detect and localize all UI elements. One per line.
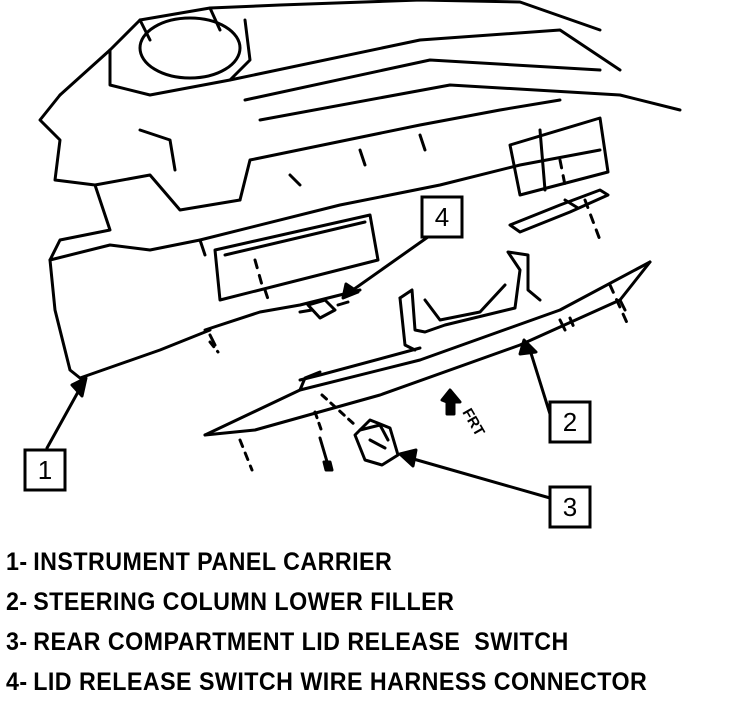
legend-item-4-number: 4- (6, 668, 28, 696)
legend-item-4-text: LID RELEASE SWITCH WIRE HARNESS CONNECTO… (33, 668, 648, 696)
callout-4: 4 (420, 195, 464, 239)
callout-3: 3 (548, 485, 592, 529)
legend-item-2-text: STEERING COLUMN LOWER FILLER (33, 588, 455, 616)
legend-item-4: 4-LID RELEASE SWITCH WIRE HARNESS CONNEC… (6, 662, 681, 702)
leader-lines (45, 230, 557, 500)
mounting-screw (313, 410, 334, 472)
legend-item-2: 2-STEERING COLUMN LOWER FILLER (6, 582, 681, 622)
legend-item-2-number: 2- (6, 588, 28, 616)
callout-2-number: 2 (563, 407, 577, 437)
callout-2: 2 (548, 400, 592, 444)
parts-legend: 1-INSTRUMENT PANEL CARRIER 2-STEERING CO… (6, 542, 732, 702)
wire-harness-connector (208, 298, 350, 354)
front-direction-arrow (440, 388, 462, 416)
lid-release-switch (320, 393, 400, 467)
legend-item-3: 3-REAR COMPARTMENT LID RELEASE SWITCH (6, 622, 681, 662)
callout-4-number: 4 (435, 202, 449, 232)
instrument-panel-carrier (38, 0, 682, 380)
front-direction-label: FRT (459, 406, 488, 440)
legend-item-3-text: REAR COMPARTMENT LID RELEASE SWITCH (33, 628, 569, 656)
legend-item-1-number: 1- (6, 548, 28, 576)
callout-1-number: 1 (38, 455, 52, 485)
steering-column-lower-filler (203, 250, 652, 472)
callout-3-number: 3 (563, 492, 577, 522)
callout-1: 1 (23, 448, 67, 492)
exploded-view-diagram: 1 2 3 4 FRT (23, 0, 682, 529)
legend-item-3-number: 3- (6, 628, 28, 656)
legend-item-1: 1-INSTRUMENT PANEL CARRIER (6, 542, 681, 582)
legend-item-1-text: INSTRUMENT PANEL CARRIER (33, 548, 393, 576)
